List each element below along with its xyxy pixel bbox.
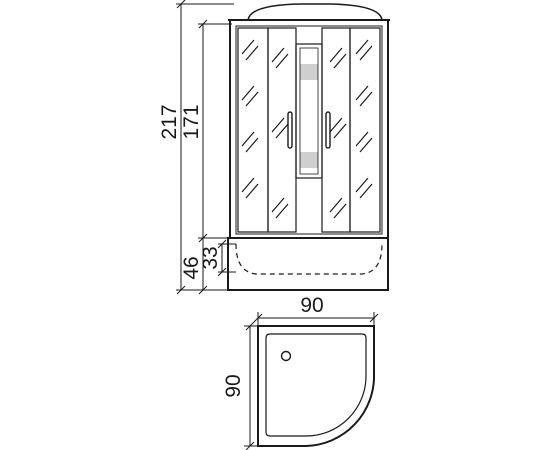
cabin-inner-frame <box>235 25 383 235</box>
shower-tray <box>227 237 389 291</box>
label-cabin-height: 171 <box>180 104 203 139</box>
label-tray-height: 46 <box>180 256 203 279</box>
plan-view <box>244 312 379 450</box>
center-panel-inner <box>299 47 319 175</box>
front-view <box>227 3 390 291</box>
left-door-outer-panel <box>237 27 269 233</box>
left-door-handle <box>287 111 293 149</box>
label-tray-inner-height: 33 <box>199 246 222 269</box>
tray-basin-dashed <box>235 243 383 275</box>
cabin-frame <box>229 19 389 239</box>
glass-reflections <box>241 39 373 219</box>
right-door-handle <box>325 111 331 149</box>
tray-plan-inner <box>265 333 367 437</box>
drain-icon <box>280 350 292 362</box>
center-back-panel <box>295 43 323 179</box>
center-panel-stripe-top <box>300 64 318 80</box>
roof-dome <box>247 3 383 21</box>
height-dimensions <box>176 0 236 295</box>
label-total-height: 217 <box>158 104 181 139</box>
label-width: 90 <box>300 294 323 317</box>
tray-plan-outer <box>257 325 376 447</box>
right-door-outer-panel <box>349 27 381 233</box>
center-panel-stripe-bottom <box>300 152 318 168</box>
label-depth: 90 <box>222 374 245 397</box>
